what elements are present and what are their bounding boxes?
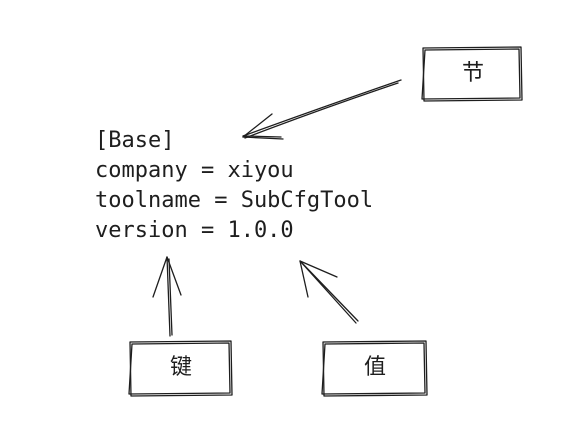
value-arrow bbox=[299, 260, 359, 324]
value-label-box bbox=[321, 340, 428, 397]
section-label: 节 bbox=[461, 61, 484, 86]
value-label: 值 bbox=[363, 355, 386, 380]
section-arrow bbox=[242, 79, 402, 140]
ini-section-header: [Base] bbox=[95, 128, 175, 153]
key-label-box bbox=[128, 340, 233, 397]
section-label-box bbox=[421, 46, 523, 102]
ini-version-entry: version = 1.0.0 bbox=[95, 218, 294, 243]
ini-company-entry: company = xiyou bbox=[95, 158, 294, 183]
key-arrow bbox=[152, 256, 182, 337]
ini-toolname-entry: toolname = SubCfgTool bbox=[95, 188, 374, 213]
key-label: 键 bbox=[169, 355, 192, 380]
